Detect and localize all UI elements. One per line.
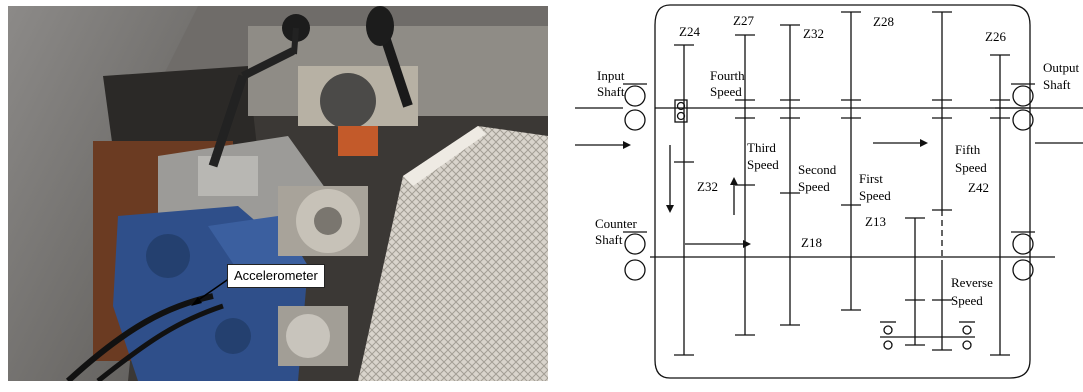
counter-shaft-label-1: Counter bbox=[595, 216, 638, 231]
gear-label-z42: Z42 bbox=[968, 180, 989, 195]
fourth-speed-label-2: Speed bbox=[710, 84, 742, 99]
input-shaft-label-1: Input bbox=[597, 68, 625, 83]
counter-bearing-left-top bbox=[625, 234, 645, 254]
gear-label-z18: Z18 bbox=[801, 235, 822, 250]
gear-label-z27: Z27 bbox=[733, 13, 754, 28]
reverse-speed-label-1: Reverse bbox=[951, 275, 993, 290]
pilot-bearing bbox=[675, 100, 687, 122]
input-bearing-bottom bbox=[625, 110, 645, 130]
fifth-speed-label-1: Fifth bbox=[955, 142, 981, 157]
first-speed-label-2: Speed bbox=[859, 188, 891, 203]
accelerometer-callout: Accelerometer bbox=[227, 264, 325, 288]
gearbox-photo-image bbox=[8, 6, 548, 381]
gear-label-z28: Z28 bbox=[873, 14, 894, 29]
gear-label-z32-counter: Z32 bbox=[697, 179, 718, 194]
gear-label-z26: Z26 bbox=[985, 29, 1006, 44]
second-speed-label-2: Speed bbox=[798, 179, 830, 194]
gearbox-photo bbox=[8, 6, 548, 381]
second-speed-label-1: Second bbox=[798, 162, 837, 177]
input-shaft-label-2: Shaft bbox=[597, 84, 625, 99]
input-bearing-top bbox=[625, 86, 645, 106]
third-speed-label-1: Third bbox=[747, 140, 776, 155]
counter-bearing-left-bottom bbox=[625, 260, 645, 280]
first-speed-label-1: First bbox=[859, 171, 883, 186]
gearbox-diagram: Input Shaft Output Shaft Counter Shaft Z… bbox=[575, 0, 1083, 387]
counter-shaft-label-2: Shaft bbox=[595, 232, 623, 247]
gear-label-z24: Z24 bbox=[679, 24, 700, 39]
fifth-speed-label-2: Speed bbox=[955, 160, 987, 175]
reverse-speed-label-2: Speed bbox=[951, 293, 983, 308]
gear-label-z32-top: Z32 bbox=[803, 26, 824, 41]
gearbox-schematic: Input Shaft Output Shaft Counter Shaft Z… bbox=[575, 0, 1083, 387]
fourth-speed-label-1: Fourth bbox=[710, 68, 745, 83]
third-speed-label-2: Speed bbox=[747, 157, 779, 172]
gear-label-z13: Z13 bbox=[865, 214, 886, 229]
output-shaft-label-2: Shaft bbox=[1043, 77, 1071, 92]
output-shaft-label-1: Output bbox=[1043, 60, 1080, 75]
